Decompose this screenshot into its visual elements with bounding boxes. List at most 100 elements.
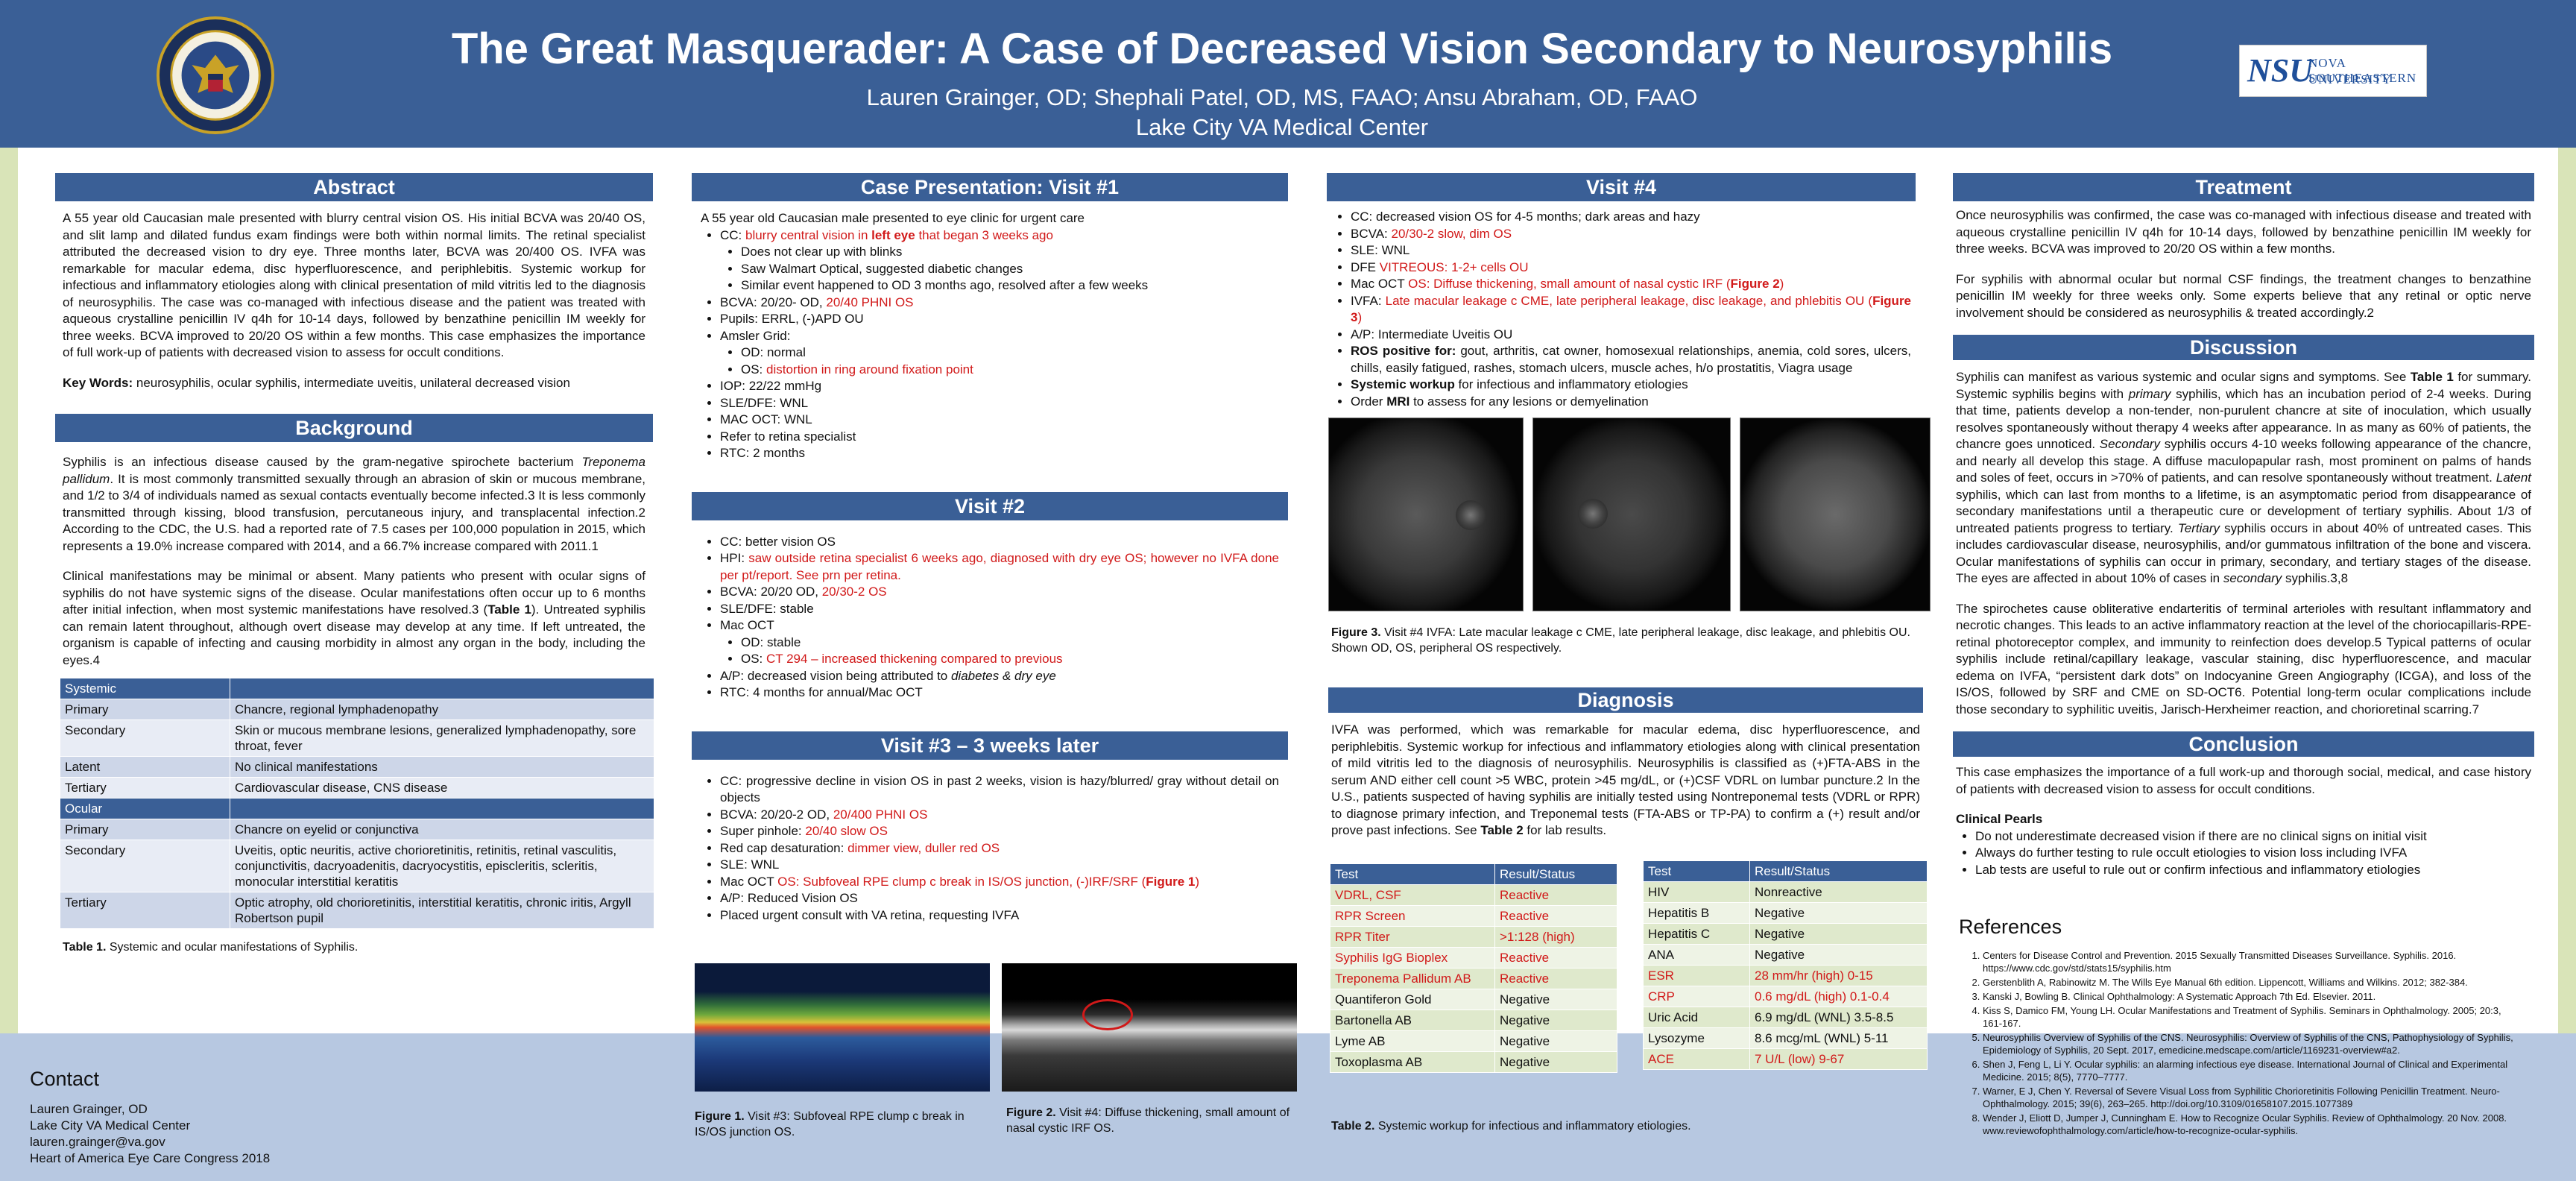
background-heading: Background [55, 414, 653, 442]
va-seal-logo [157, 16, 274, 134]
figure-2-label: Figure 2. [1006, 1106, 1056, 1119]
visit1-bcva: BCVA: 20/20- OD, 20/40 PHNI OS [720, 295, 1279, 312]
visit1-item: MAC OCT: WNL [720, 412, 1279, 429]
visit2-hpi: HPI: saw outside retina specialist 6 wee… [720, 550, 1279, 584]
visit4-ivfa: IVFA: Late macular leakage c CME, late p… [1351, 293, 1911, 327]
visit4-section: CC: decreased vision OS for 4-5 months; … [1327, 209, 1916, 410]
table-1-manifestation: No clinical manifestations [230, 756, 654, 778]
visit1-intro: A 55 year old Caucasian male presented t… [701, 211, 1085, 225]
abstract-heading: Abstract [55, 173, 653, 201]
visit3-plan: Placed urgent consult with VA retina, re… [720, 907, 1279, 925]
table-2-caption-text: Systemic workup for infectious and infla… [1374, 1120, 1691, 1133]
table-2-test: CRP [1643, 986, 1750, 1007]
keywords-label: Key Words: [63, 375, 133, 390]
visit3-pinhole: Super pinhole: 20/40 slow OS [720, 823, 1279, 840]
disc-p1c: for summary. Systemic syphilis begins wi… [1956, 370, 2531, 401]
treatment-section: Once neurosyphilis was confirmed, the ca… [1953, 207, 2534, 321]
table-1-manifestation: Chancre on eyelid or conjunctiva [230, 819, 654, 840]
v2-bcva-red: 20/30-2 OS [821, 585, 887, 599]
v3-cap-label: Red cap desaturation: [720, 840, 848, 855]
diagnosis-p1-bold: Table 2 [1480, 823, 1524, 837]
references-heading: References [1959, 916, 2062, 938]
reference-item: Shen J, Feng L, Li Y. Ocular syphilis: a… [1983, 1058, 2519, 1083]
v2-bcva-label: BCVA: 20/20 OD, [720, 585, 822, 599]
table-2-test: RPR Titer [1330, 926, 1495, 948]
clinical-pearls-list: Do not underestimate decreased vision if… [1956, 828, 2531, 879]
table-2-result: >1:128 (high) [1494, 926, 1617, 948]
figure-2-text: Visit #4: Diffuse thickening, small amou… [1006, 1106, 1290, 1135]
table-2-caption: Table 2. Systemic workup for infectious … [1331, 1118, 1853, 1134]
reference-item: Neurosyphilis Overview of Syphilis of th… [1983, 1031, 2519, 1056]
visit4-mri: Order MRI to assess for any lesions or d… [1351, 394, 1911, 411]
visit1-item: SLE/DFE: WNL [720, 395, 1279, 412]
bg-p1a: Syphilis is an infectious disease caused… [63, 455, 582, 469]
v3-mac-red2: ) [1195, 874, 1200, 889]
oct-highlight-circle [1082, 999, 1133, 1030]
visit4-list: CC: decreased vision OS for 4-5 months; … [1331, 209, 1911, 410]
table-2b-header-test: Test [1643, 860, 1750, 882]
visit1-cc-subitem: Does not clear up with blinks [741, 244, 1279, 261]
visit3-ap: A/P: Reduced Vision OS [720, 890, 1279, 907]
reference-item: Kiss S, Damico FM, Young LH. Ocular Mani… [1983, 1004, 2519, 1030]
visit1-amsler-os: OS: distortion in ring around fixation p… [741, 362, 1279, 379]
oct-image-visit3 [695, 963, 990, 1092]
clinical-pearls-label: Clinical Pearls [1956, 812, 2043, 826]
table-1-stage: Latent [60, 756, 230, 778]
table-2-test: ESR [1643, 965, 1750, 986]
v4-mri-a: Order [1351, 394, 1387, 409]
table-2-test: Uric Acid [1643, 1007, 1750, 1028]
v4-mri-c: to assess for any lesions or demyelinati… [1409, 394, 1649, 409]
table-1-category-row: Ocular [60, 798, 654, 819]
visit2-ap: A/P: decreased vision being attributed t… [720, 668, 1279, 685]
contact-line: Heart of America Eye Care Congress 2018 [30, 1151, 271, 1165]
column-3: Visit #4 CC: decreased vision OS for 4-5… [1327, 173, 1916, 410]
table-1-stage: Secondary [60, 719, 230, 757]
references-list: Centers for Disease Control and Preventi… [1953, 949, 2519, 1137]
discussion-section: Syphilis can manifest as various systemi… [1953, 369, 2534, 718]
conclusion-heading: Conclusion [1953, 731, 2534, 757]
table-2-test: ANA [1643, 944, 1750, 966]
conclusion-section: This case emphasizes the importance of a… [1953, 764, 2534, 878]
figure-1-caption: Figure 1. Visit #3: Subfoveal RPE clump … [695, 1109, 978, 1140]
table-2-result: Negative [1749, 902, 1928, 924]
table-2-test: Hepatitis C [1643, 923, 1750, 945]
visit1-cc-subitem: Similar event happened to OD 3 months ag… [741, 277, 1279, 295]
visit3-mac: Mac OCT OS: Subfoveal RPE clump c break … [720, 874, 1279, 891]
table-2-test: VDRL, CSF [1330, 884, 1495, 906]
table-2-result: Negative [1749, 944, 1928, 966]
visit1-rest-list: IOP: 22/22 mmHgSLE/DFE: WNLMAC OCT: WNLR… [701, 378, 1279, 462]
table-1-stage: Tertiary [60, 777, 230, 799]
disc-p1g: syphilis occurs 4-10 weeks following app… [1956, 437, 2531, 485]
visit1-pupils: Pupils: ERRL, (-)APD OU [720, 311, 1279, 328]
visit4-ap: A/P: Intermediate Uveitis OU [1351, 327, 1911, 344]
table-2-result: Negative [1494, 1030, 1617, 1052]
table-2-test: Lysozyme [1643, 1027, 1750, 1049]
table-2-test: Lyme AB [1330, 1030, 1495, 1052]
visit1-cc: CC: blurry central vision in left eye th… [720, 227, 1279, 295]
visit4-systemic: Systemic workup for infectious and infla… [1351, 377, 1911, 394]
table-2-result: 6.9 mg/dL (WNL) 3.5-8.5 [1749, 1007, 1928, 1028]
v4-bcva-red: 20/30-2 slow, dim OS [1391, 226, 1512, 241]
disc-p1b: Table 1 [2410, 370, 2454, 384]
table-2-result: Negative [1494, 989, 1617, 1010]
table-2a-header-result: Result/Status [1494, 863, 1617, 885]
v1-amsler-os-red: distortion in ring around fixation point [766, 362, 973, 377]
table-1-stage: Secondary [60, 840, 230, 892]
visit2-heading: Visit #2 [692, 491, 1288, 520]
v2-hpi-label: HPI: [720, 551, 749, 565]
table-2-result: Reactive [1494, 968, 1617, 989]
table-1-caption-label: Table 1. [63, 941, 107, 954]
visit1-cc-sublist: Does not clear up with blinksSaw Walmart… [720, 244, 1279, 295]
v3-mac-bold: Figure 1 [1146, 874, 1196, 889]
table-1-category-spacer [230, 798, 654, 819]
